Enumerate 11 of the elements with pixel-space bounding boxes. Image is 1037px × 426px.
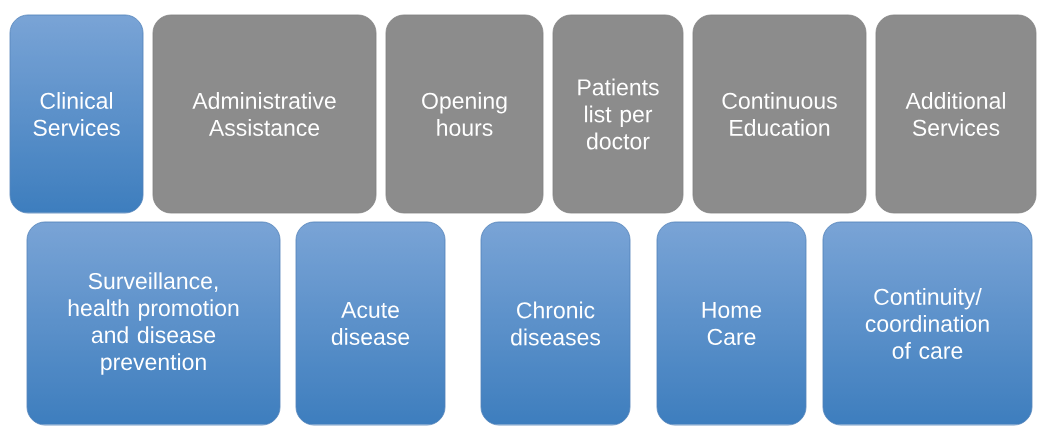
category-box: Administrative Assistance: [152, 14, 377, 214]
service-box: Clinical Services: [9, 14, 144, 214]
service-box: Home Care: [656, 221, 807, 426]
service-box: Surveillance, health promotion and disease prevention: [26, 221, 281, 426]
service-box: Acute disease: [295, 221, 446, 426]
category-box: Continuous Education: [692, 14, 867, 214]
category-box: Additional Services: [875, 14, 1037, 214]
category-box: Opening hours: [385, 14, 544, 214]
service-box: Chronic diseases: [480, 221, 631, 426]
service-box: Continuity/ coordination of care: [822, 221, 1033, 426]
category-box: Patients list per doctor: [552, 14, 684, 214]
